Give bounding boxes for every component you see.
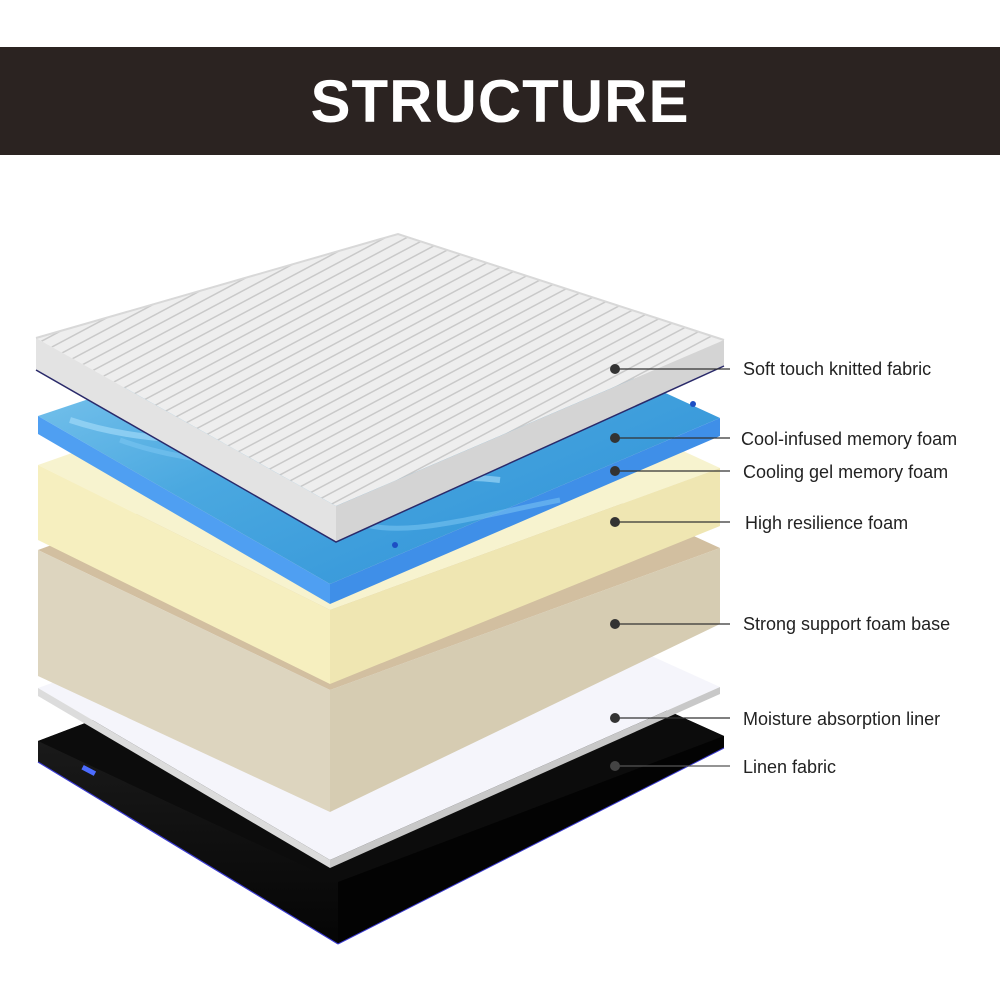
label-high-resilience-foam: High resilience foam [745, 513, 909, 533]
pointer-soft-touch [610, 364, 730, 374]
pointer-moisture-liner [610, 713, 730, 723]
knitted-fabric-layer [35, 232, 725, 543]
pointer-cooling-gel [610, 466, 730, 476]
header-banner: STRUCTURE [0, 47, 1000, 155]
pointer-linen-fabric [610, 761, 730, 771]
label-moisture-absorption-liner: Moisture absorption liner [743, 709, 941, 729]
label-cool-infused-memory-foam: Cool-infused memory foam [741, 429, 958, 449]
label-linen-fabric: Linen fabric [743, 757, 837, 777]
pointer-support-base [610, 619, 730, 629]
label-strong-support-foam-base: Strong support foam base [743, 614, 951, 634]
pointer-high-resilience [610, 517, 730, 527]
label-cooling-gel-memory-foam: Cooling gel memory foam [743, 462, 949, 482]
pointer-cool-infused [610, 433, 730, 443]
page-title: STRUCTURE [310, 67, 690, 135]
label-soft-touch-knitted-fabric: Soft touch knitted fabric [743, 359, 932, 379]
